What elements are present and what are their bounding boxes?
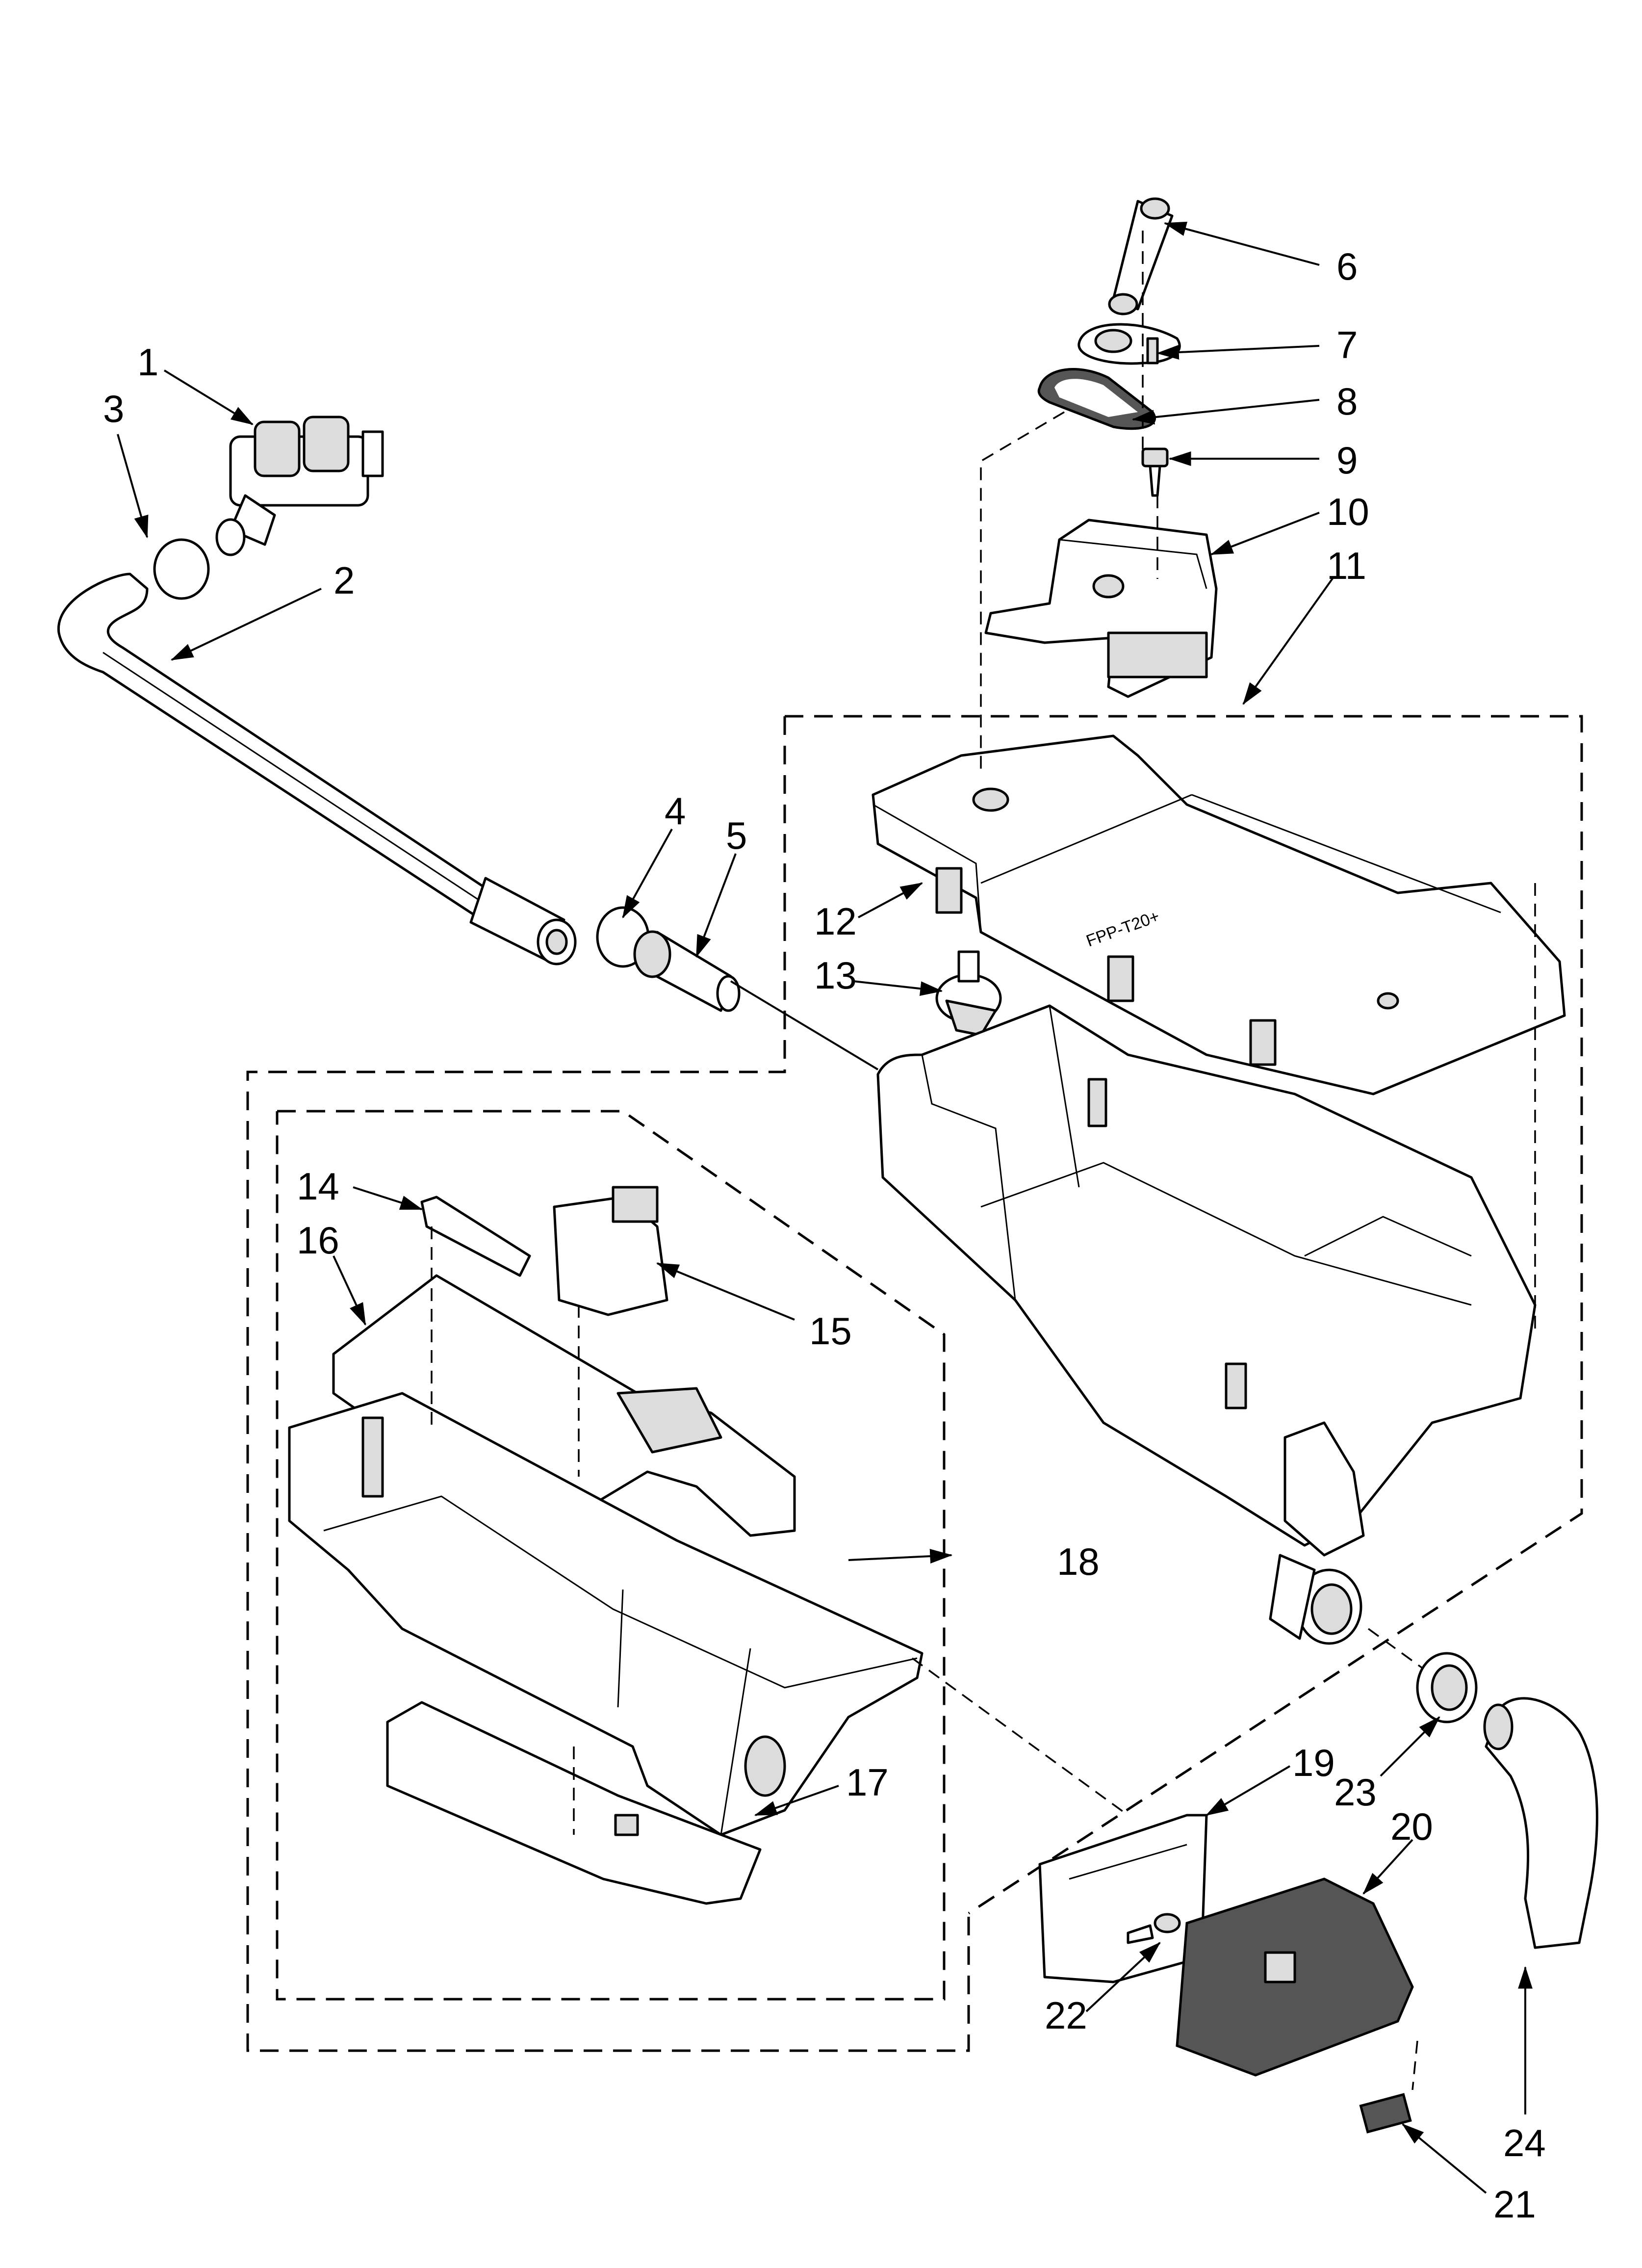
callout-4: 4 bbox=[665, 789, 686, 833]
alignment-lines bbox=[431, 231, 1536, 2090]
callout-3: 3 bbox=[103, 387, 124, 430]
hose-clamp bbox=[153, 538, 210, 600]
dispenser-housing bbox=[876, 1004, 1537, 1645]
actuator-motor bbox=[984, 519, 1218, 698]
callout-24: 24 bbox=[1503, 2121, 1546, 2164]
callout-1: 1 bbox=[137, 340, 158, 384]
callout-23: 23 bbox=[1334, 1771, 1377, 1814]
inlet-valve bbox=[215, 416, 384, 556]
callout-9: 9 bbox=[1336, 439, 1358, 482]
flow-knob bbox=[935, 950, 1002, 1037]
cam-plate bbox=[1078, 323, 1181, 365]
siphon-cap bbox=[420, 1196, 531, 1277]
callout-19: 19 bbox=[1292, 1741, 1335, 1784]
fill-hose bbox=[57, 573, 577, 965]
bleach-cup bbox=[553, 1186, 668, 1316]
callout-6: 6 bbox=[1336, 245, 1358, 288]
callout-13: 13 bbox=[814, 954, 857, 997]
drawer-front bbox=[386, 1701, 762, 1905]
hose-connector bbox=[633, 930, 741, 1012]
dispenser-lid: FPP-T20+ bbox=[872, 734, 1566, 1095]
callout-18: 18 bbox=[1057, 1540, 1100, 1583]
callout-22: 22 bbox=[1045, 1994, 1087, 2037]
callout-16: 16 bbox=[297, 1219, 339, 1262]
callout-2: 2 bbox=[334, 559, 355, 602]
callout-8: 8 bbox=[1336, 380, 1358, 423]
callout-labels: 1 2 3 4 5 6 7 8 9 10 11 12 13 14 15 16 1… bbox=[103, 245, 1546, 2226]
vent-hose bbox=[1483, 1697, 1598, 1949]
handle-screw bbox=[1127, 1913, 1181, 1944]
callout-17: 17 bbox=[846, 1761, 889, 1804]
callout-12: 12 bbox=[814, 900, 857, 943]
callout-10: 10 bbox=[1327, 490, 1369, 533]
handle-bracket bbox=[1038, 1814, 1208, 1983]
dispenser-drawer bbox=[288, 1392, 924, 1836]
screw bbox=[1141, 447, 1169, 497]
callout-14: 14 bbox=[297, 1165, 339, 1208]
callout-20: 20 bbox=[1390, 1805, 1433, 1848]
callout-21: 21 bbox=[1493, 2183, 1536, 2226]
drawer-handle bbox=[1176, 1877, 1414, 2077]
callout-7: 7 bbox=[1336, 323, 1358, 366]
callout-5: 5 bbox=[726, 814, 747, 857]
assembly-boundary-18 bbox=[276, 1110, 946, 2001]
callout-11: 11 bbox=[1327, 544, 1366, 587]
handle-pad bbox=[1359, 2093, 1412, 2134]
leader-arrows bbox=[117, 221, 1533, 2194]
callout-15: 15 bbox=[809, 1309, 852, 1353]
actuator-arm bbox=[1108, 197, 1174, 315]
vent-grommet bbox=[1416, 1652, 1478, 1723]
